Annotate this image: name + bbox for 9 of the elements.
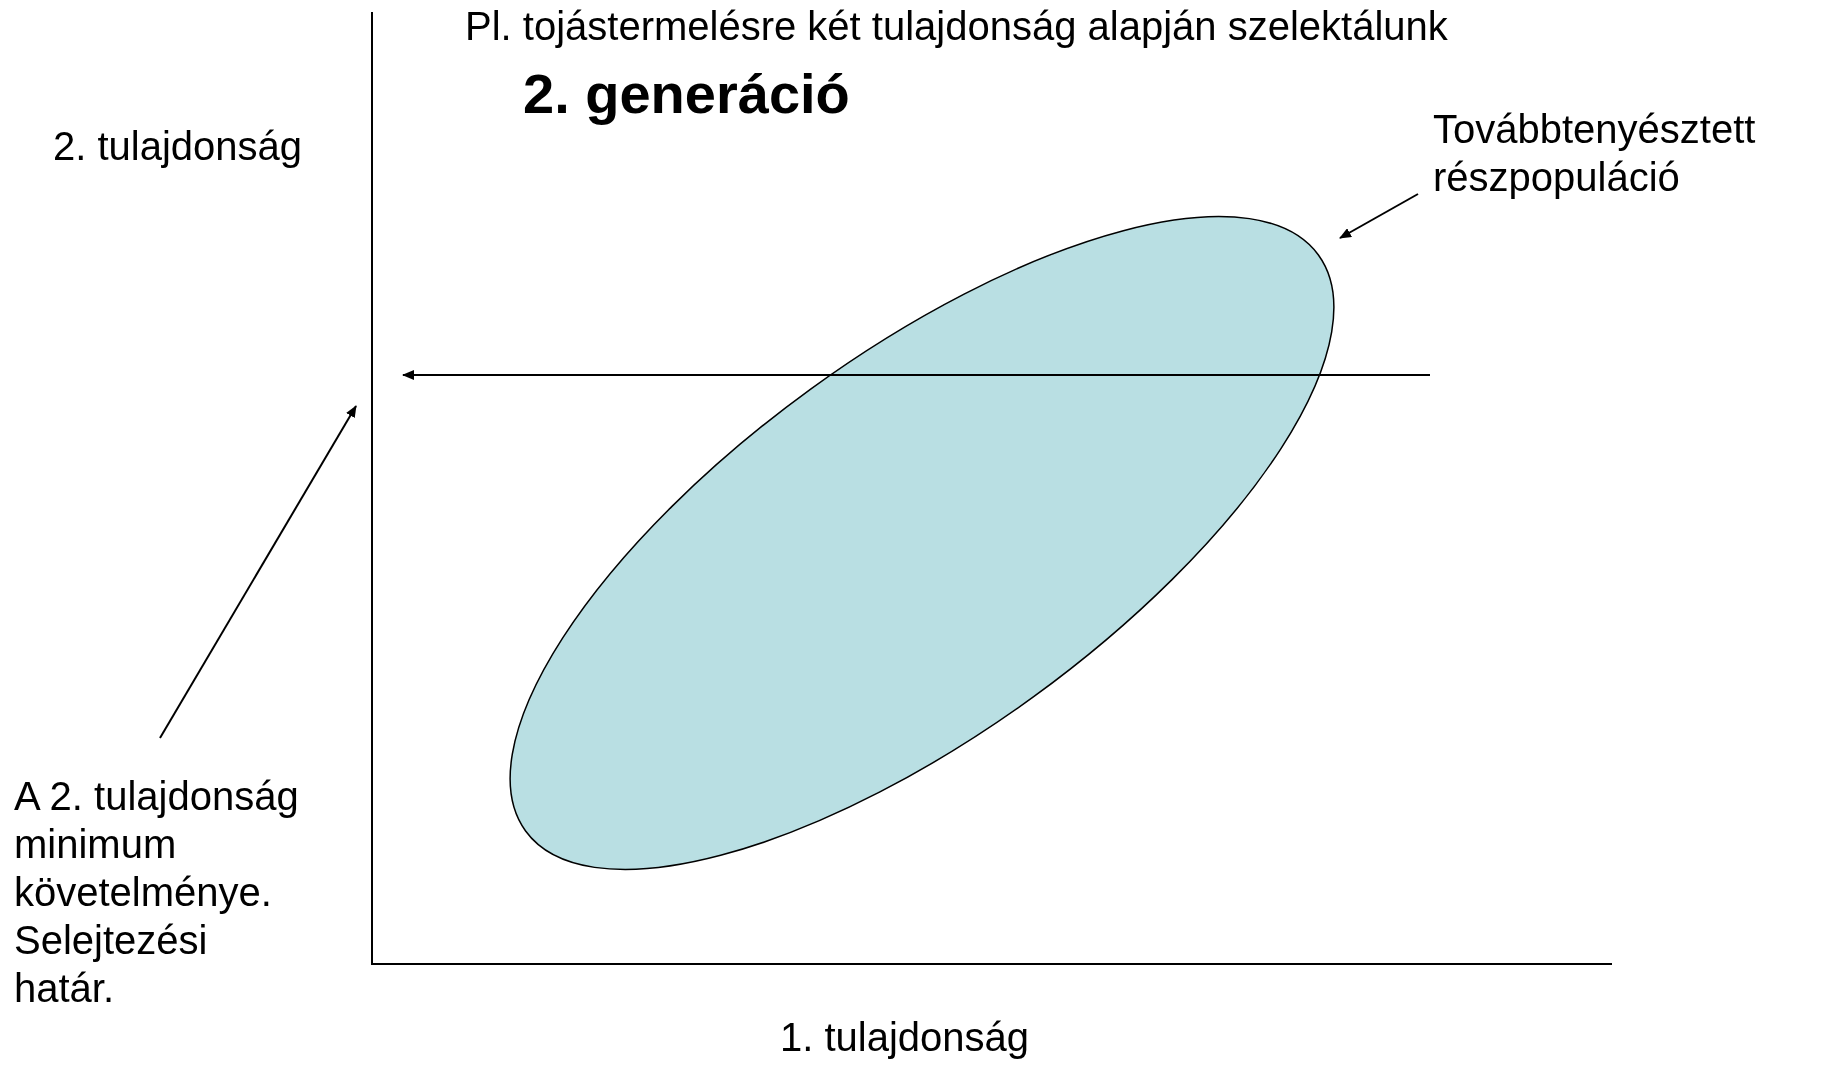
subtitle: Pl. tojástermelésre két tulajdonság alapján szelektálunk <box>465 3 1448 50</box>
leader-arrow <box>1339 193 1419 239</box>
callout-text: Továbbtenyésztett részpopuláció <box>1433 105 1823 201</box>
population-ellipse <box>509 215 1335 871</box>
callout-text: A 2. tulajdonság minimum követelménye. Selejtezési határ. <box>14 772 314 1012</box>
y-axis-label: 2. tulajdonság <box>53 123 303 170</box>
leader-arrow <box>159 405 357 739</box>
x-axis-label: 1. tulajdonság <box>780 1014 1030 1061</box>
title: 2. generáció <box>523 61 850 127</box>
